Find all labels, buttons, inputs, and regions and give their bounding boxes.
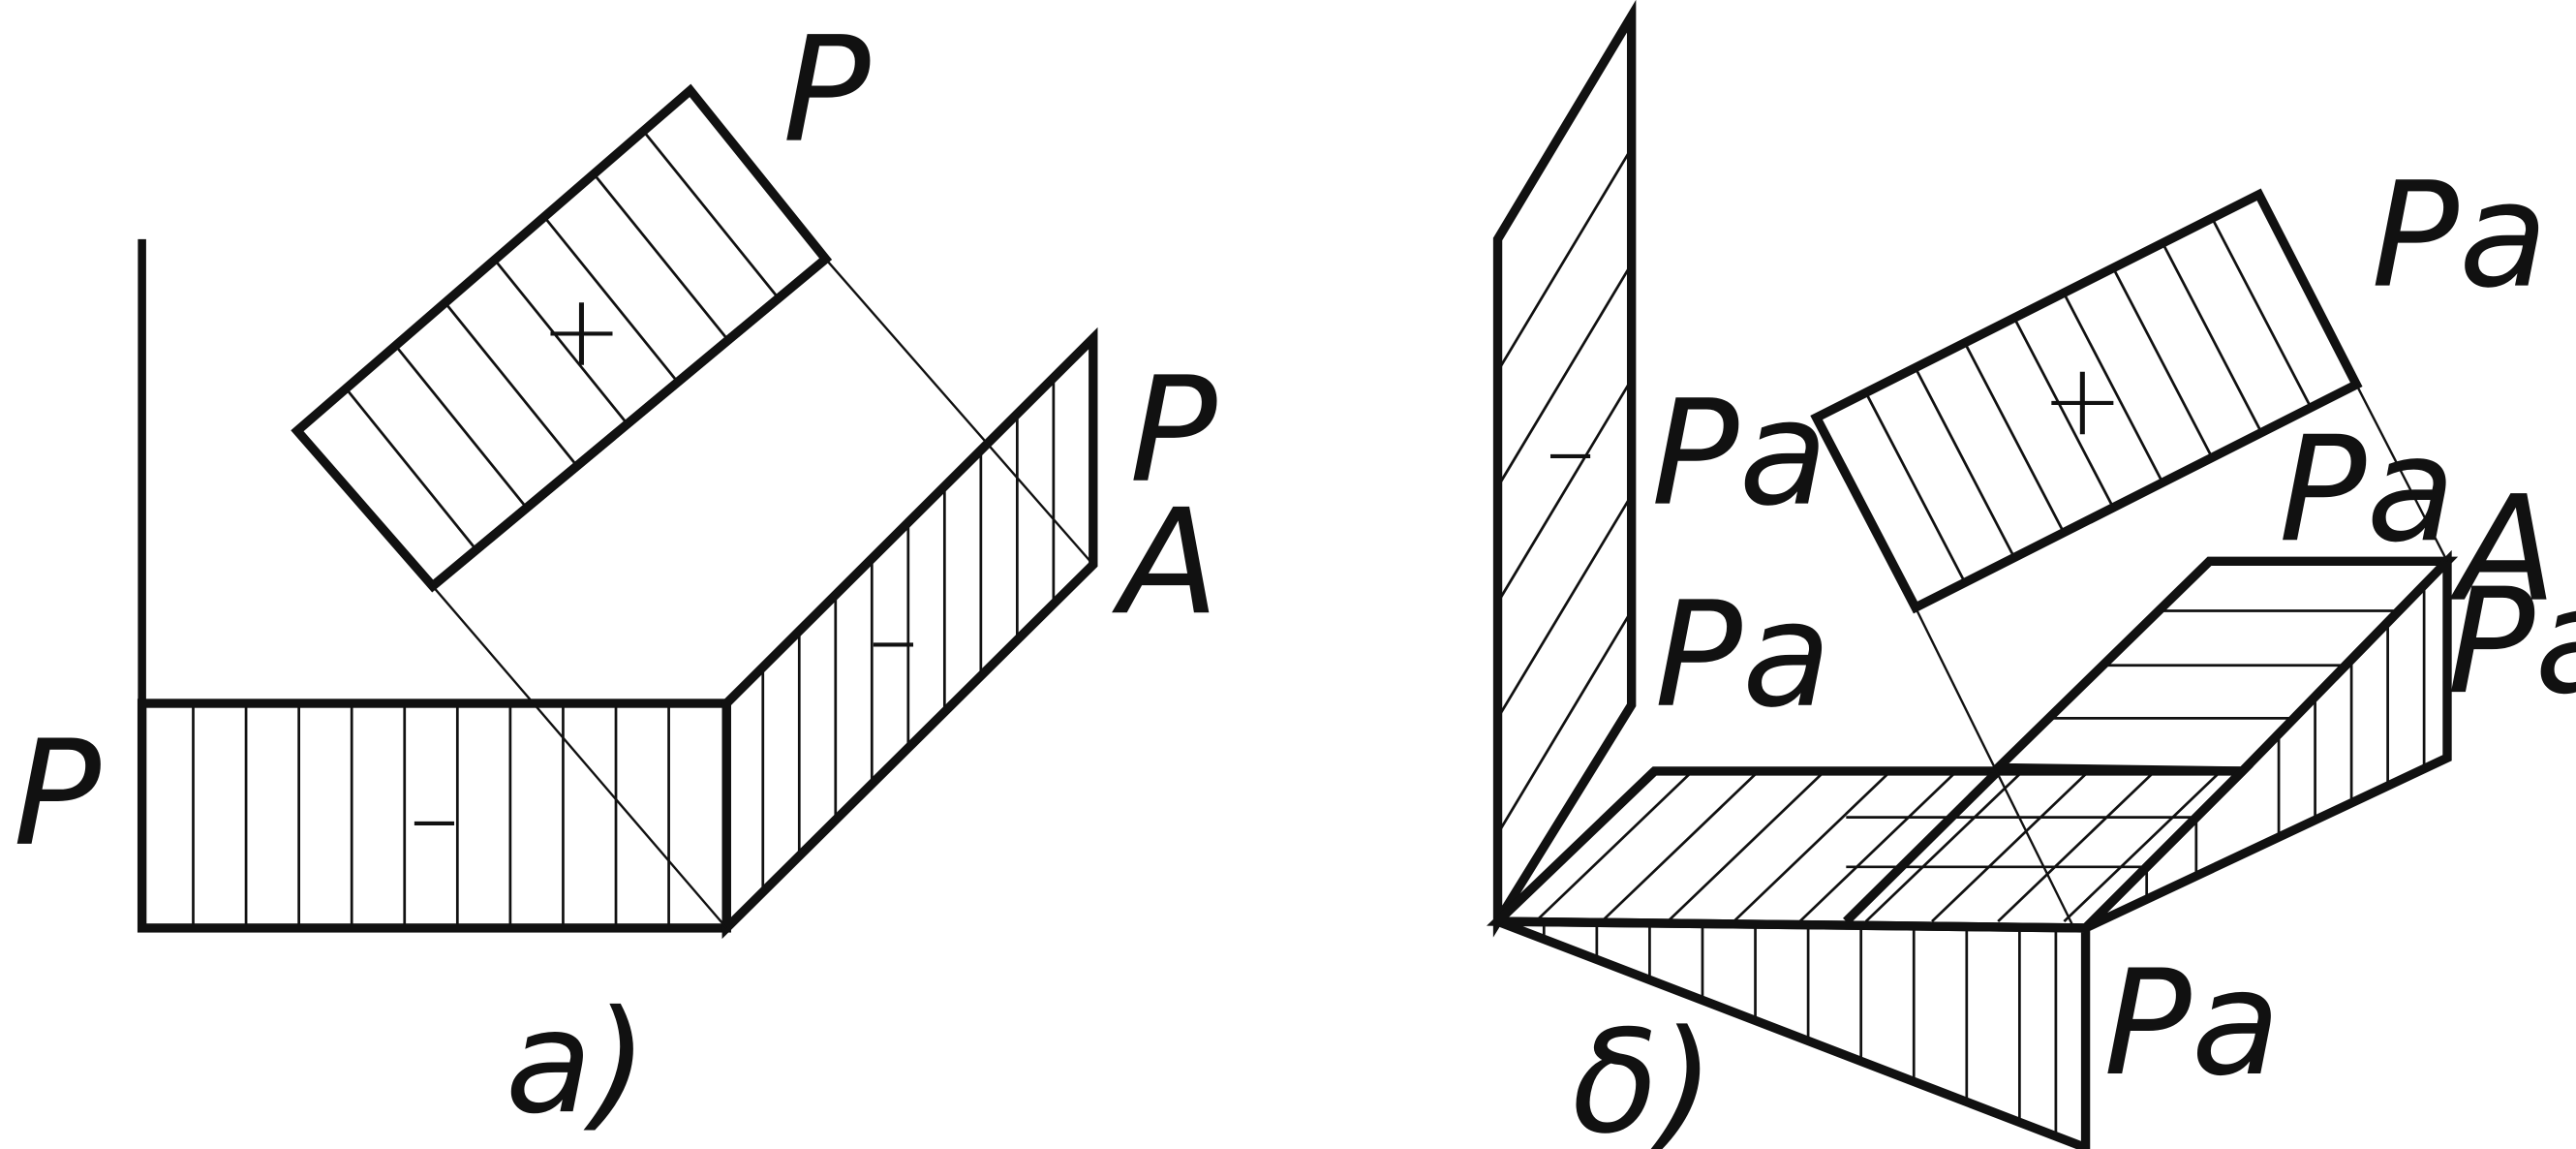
sign-plus-b: + (2041, 343, 2125, 458)
rotated-block-inner-edge (429, 255, 829, 590)
vertical-block-minus-hatching (1497, 147, 1632, 922)
projection-line-b1 (1914, 606, 2074, 926)
label-a-point: A (1112, 479, 1219, 647)
bottom-block-minus-hatching (192, 703, 670, 928)
vertical-block-minus (1492, 0, 1637, 938)
label-pa-left-upper: Pa (1651, 370, 1827, 539)
horizontal-block-hatching (1534, 770, 2243, 923)
projection-line-a2 (824, 258, 1094, 566)
sign-minus-a-right: – (869, 581, 918, 697)
projection-line-a1 (431, 585, 728, 929)
caption-b: δ) (1572, 1000, 1714, 1149)
label-pa-top-right: Pa (2372, 152, 2548, 321)
sign-minus-a-bottom: – (410, 760, 459, 875)
rotated-block-plus-b-hatching (1864, 218, 2314, 584)
sign-minus-b: – (1546, 392, 1595, 508)
bottom-triangle (1495, 916, 2091, 1149)
diagram-b: – + Pa Pa Pa A Pa Pa Pa δ) (1487, 0, 2576, 1149)
label-pa-middle: Pa (2279, 406, 2455, 574)
sign-plus-a: + (540, 273, 624, 388)
label-pa-right: Pa (2447, 558, 2576, 727)
label-p-left: P (14, 710, 102, 879)
label-pa-bottom: Pa (2103, 940, 2280, 1108)
projection-line-b2 (2355, 384, 2449, 562)
label-p-top: P (782, 7, 871, 175)
label-a-point-b: A (2449, 466, 2557, 635)
right-side-block (2082, 549, 2452, 933)
horizontal-block-divider (1843, 767, 2002, 925)
label-p-right: P (1129, 347, 1217, 515)
caption-a: a) (506, 979, 648, 1145)
projection-line-b3 (1494, 767, 1658, 925)
diagram-a: + – – P P A P a) (14, 7, 1219, 1146)
label-pa-left-lower: Pa (1655, 572, 1831, 740)
